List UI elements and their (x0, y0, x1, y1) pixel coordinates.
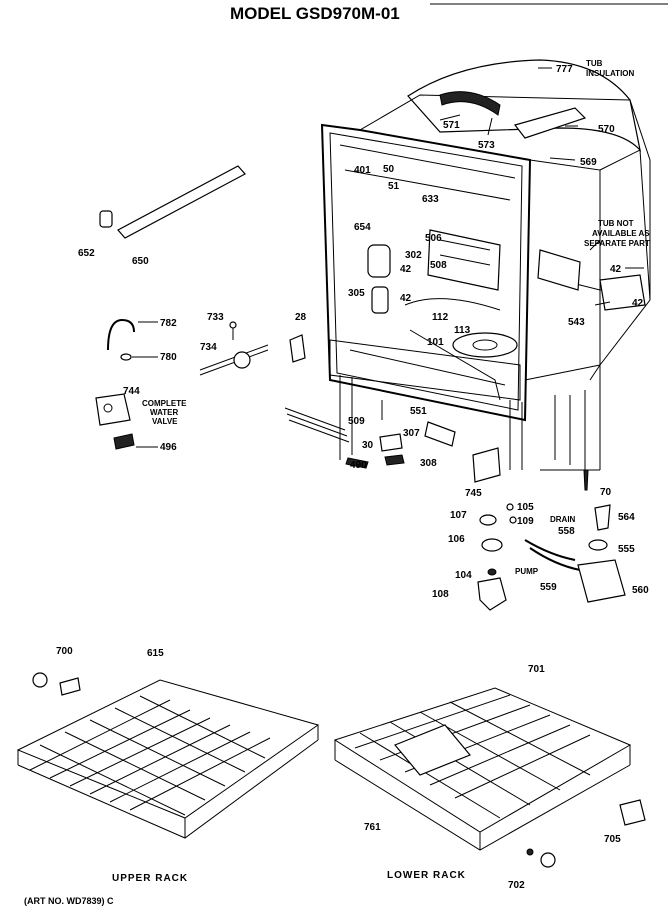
label-28: 28 (295, 312, 307, 323)
label-drain: DRAIN (550, 515, 576, 524)
caption-upper-rack: UPPER RACK (112, 873, 188, 884)
label-555: 555 (618, 544, 635, 555)
label-tub-insulation-2: INSULATION (586, 69, 635, 78)
model-title: MODEL GSD970M-01 (230, 4, 400, 23)
label-782: 782 (160, 318, 177, 329)
label-509: 509 (348, 416, 365, 427)
label-307: 307 (403, 428, 420, 439)
label-633: 633 (422, 194, 439, 205)
label-571: 571 (443, 120, 460, 131)
label-615: 615 (147, 648, 164, 659)
art-number: (ART NO. WD7839) C (24, 896, 114, 906)
label-506: 506 (425, 233, 442, 244)
label-777: 777 (556, 64, 573, 75)
label-761: 761 (364, 822, 381, 833)
label-745: 745 (465, 488, 482, 499)
label-305: 305 (348, 288, 365, 299)
label-cwv-1: COMPLETE (142, 399, 187, 408)
label-302: 302 (405, 250, 422, 261)
label-112: 112 (432, 312, 449, 323)
label-744: 744 (123, 386, 140, 397)
label-tub-not-3: SEPARATE PART (584, 239, 650, 248)
tub-assembly (320, 59, 651, 471)
label-652: 652 (78, 248, 95, 259)
label-cwv-2: WATER (150, 408, 179, 417)
label-780: 780 (160, 352, 177, 363)
label-101: 101 (427, 337, 444, 348)
label-570: 570 (598, 124, 615, 135)
label-50: 50 (383, 164, 395, 175)
label-401: 401 (354, 165, 371, 176)
label-42d: 42 (632, 298, 644, 309)
label-tub-not-1: TUB NOT (598, 219, 634, 228)
label-560: 560 (632, 585, 649, 596)
label-tub-not-2: AVAILABLE AS (592, 229, 650, 238)
caption-lower-rack: LOWER RACK (387, 870, 466, 881)
label-107: 107 (450, 510, 467, 521)
label-559: 559 (540, 582, 557, 593)
label-cwv-3: VALVE (152, 417, 178, 426)
label-733: 733 (207, 312, 224, 323)
label-105: 105 (517, 502, 534, 513)
label-569: 569 (580, 157, 597, 168)
label-573: 573 (478, 140, 495, 151)
left-parts (95, 165, 501, 483)
label-308: 308 (420, 458, 437, 469)
label-558: 558 (558, 526, 575, 537)
label-496: 496 (160, 442, 177, 453)
label-490: 490 (350, 460, 367, 471)
label-pump: PUMP (515, 567, 539, 576)
label-106: 106 (448, 534, 465, 545)
upper-rack (16, 672, 320, 839)
label-113: 113 (454, 325, 471, 336)
label-70: 70 (600, 487, 612, 498)
pump-parts (477, 469, 626, 611)
label-30: 30 (362, 440, 374, 451)
label-108: 108 (432, 589, 449, 600)
label-551: 551 (410, 406, 427, 417)
label-109: 109 (517, 516, 534, 527)
label-42c: 42 (610, 264, 622, 275)
label-104: 104 (455, 570, 472, 581)
label-564: 564 (618, 512, 635, 523)
label-734: 734 (200, 342, 217, 353)
label-tub-insulation-1: TUB (586, 59, 603, 68)
tub-leader-lines (439, 67, 644, 306)
label-42b: 42 (400, 293, 412, 304)
label-702: 702 (508, 880, 525, 891)
label-701: 701 (528, 664, 545, 675)
label-705: 705 (604, 834, 621, 845)
part-labels: 777 TUB INSULATION 571 573 570 569 401 5… (56, 59, 650, 891)
label-51: 51 (388, 181, 400, 192)
label-654: 654 (354, 222, 371, 233)
label-650: 650 (132, 256, 149, 267)
label-543: 543 (568, 317, 585, 328)
lower-rack (333, 687, 646, 868)
label-508: 508 (430, 260, 447, 271)
label-42a: 42 (400, 264, 412, 275)
label-700: 700 (56, 646, 73, 657)
